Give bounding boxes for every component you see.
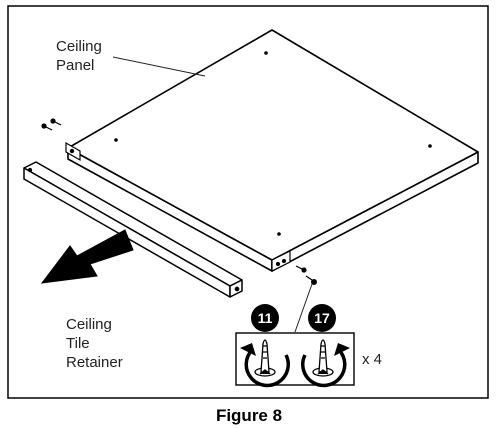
retainer-label-line3: Retainer bbox=[66, 354, 123, 371]
panel-left-bracket bbox=[65, 141, 81, 162]
retainer-label-line1: Ceiling bbox=[66, 316, 112, 333]
panel-holes bbox=[114, 51, 432, 236]
ceiling-tile-retainer bbox=[23, 161, 243, 298]
badge-17: 17 bbox=[308, 304, 336, 332]
ceiling-panel-leader bbox=[112, 56, 206, 77]
screws-right bbox=[295, 265, 318, 286]
tool-icon-box bbox=[235, 332, 355, 386]
direction-arrow bbox=[40, 229, 134, 284]
screws-left bbox=[41, 118, 62, 131]
svg-text:17: 17 bbox=[314, 310, 330, 326]
retainer-label-line2: Tile bbox=[66, 335, 90, 352]
svg-text:11: 11 bbox=[258, 310, 273, 326]
tool-leader bbox=[294, 283, 313, 333]
badge-11: 11 bbox=[251, 304, 279, 332]
figure-caption: Figure 8 bbox=[216, 406, 282, 425]
ceiling-panel-label-line1: Ceiling bbox=[56, 38, 102, 55]
ceiling-panel-top-face bbox=[67, 29, 479, 261]
clockwise-screwdriver-icon bbox=[301, 339, 350, 388]
quantity-label: x 4 bbox=[362, 351, 382, 368]
counterclockwise-screwdriver-icon bbox=[240, 339, 290, 388]
panel-right-bracket bbox=[271, 250, 291, 272]
ceiling-panel-label-line2: Panel bbox=[56, 57, 94, 74]
figure-frame bbox=[7, 5, 489, 399]
